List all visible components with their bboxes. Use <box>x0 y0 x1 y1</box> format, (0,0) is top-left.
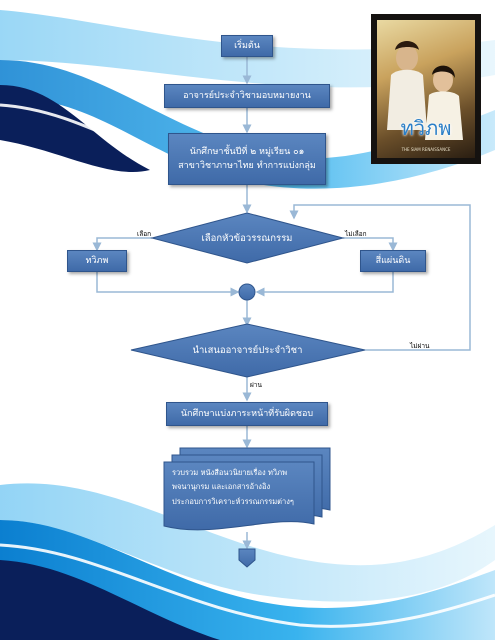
document-line-1: รวบรวม หนังสือนวนิยายเรื่อง ทวิภพ <box>172 468 288 477</box>
choose-literature-label: เลือกหัวข้อวรรณกรรม <box>201 232 293 244</box>
option-sipaendin-label: สี่แผ่นดิน <box>375 255 411 266</box>
arrow-decision1-to-right <box>343 237 398 252</box>
poster-title: ทวิภพ <box>400 116 452 140</box>
arrow-left-to-merge <box>96 272 240 297</box>
movie-poster: ทวิภพ THE SIAM RENAISSANCE <box>371 14 481 164</box>
poster-subtitle: THE SIAM RENAISSANCE <box>401 147 451 152</box>
arrow-decision1-to-left <box>92 237 152 252</box>
document-text: รวบรวม หนังสือนวนิยายเรื่อง ทวิภพ พจนานุ… <box>172 466 312 509</box>
start-label: เริ่มต้น <box>234 40 260 51</box>
bottom-wave-dark <box>0 560 220 640</box>
bottom-wave-white-stripe <box>0 543 495 628</box>
group-formation-line1: นักศึกษาชั้นปีที่ ๒ หมู่เรียน ๐๑ <box>189 146 305 157</box>
assign-work-label: อาจารย์ประจำวิชามอบหมายงาน <box>183 90 311 101</box>
top-wave-dark <box>0 85 150 173</box>
group-formation-line2: สาขาวิชาภาษาไทย ทำการแบ่งกลุ่ม <box>178 161 316 171</box>
poster-figures <box>387 41 463 140</box>
pass-label: ผ่าน <box>250 381 262 389</box>
option-thawiphop-label: ทวิภพ <box>85 255 109 266</box>
poster-artwork: ทวิภพ THE SIAM RENAISSANCE <box>377 20 475 158</box>
start-box: เริ่มต้น <box>221 35 273 57</box>
group-formation-box: นักศึกษาชั้นปีที่ ๒ หมู่เรียน ๐๑ สาขาวิช… <box>168 133 326 185</box>
document-line-2: พจนานุกรม และเอกสารอ้างอิง <box>172 482 271 492</box>
option-thawiphop-box: ทวิภพ <box>67 250 127 272</box>
divide-duties-label: นักศึกษาแบ่งภาระหน้าที่รับผิดชอบ <box>180 408 314 419</box>
choose-no-label: ไม่เลือก <box>345 230 367 238</box>
bottom-wave-light <box>0 483 495 602</box>
arrow-fail-loop <box>289 204 471 351</box>
arrow-right-to-merge <box>255 272 394 297</box>
assign-work-box: อาจารย์ประจำวิชามอบหมายงาน <box>164 84 330 108</box>
choose-yes-label: เลือก <box>137 230 152 238</box>
fail-label: ไม่ผ่าน <box>410 342 430 350</box>
present-to-teacher-label: นำเสนออาจารย์ประจำวิชา <box>192 344 303 356</box>
option-sipaendin-box: สี่แผ่นดิน <box>360 250 426 272</box>
document-line-3: ประกอบการวิเคราะห์วรรณกรรมต่างๆ <box>172 496 294 506</box>
divide-duties-box: นักศึกษาแบ่งภาระหน้าที่รับผิดชอบ <box>166 402 328 426</box>
